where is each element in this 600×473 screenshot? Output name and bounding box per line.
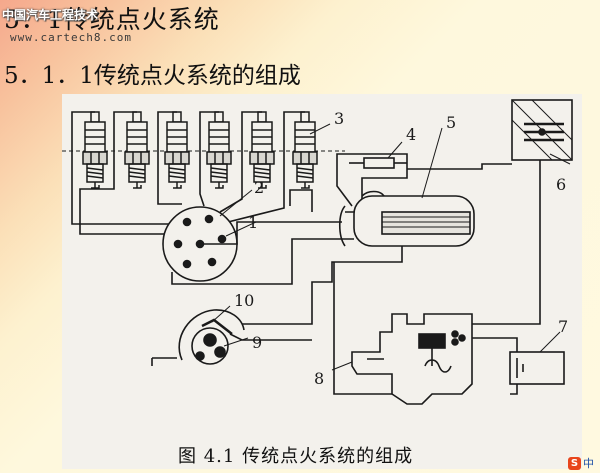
callout-label: 2 [254, 178, 264, 197]
callout-label: 4 [406, 125, 416, 144]
ime-language-label: 中 [583, 457, 594, 470]
starter-motor [351, 313, 473, 405]
spark-plug [206, 111, 232, 189]
spark-plug [249, 111, 275, 189]
ignition-coil [338, 190, 475, 247]
callout-label: 8 [314, 369, 324, 388]
ime-logo-icon: S [568, 456, 581, 470]
spark-plug [124, 111, 150, 189]
callout-label: 1 [248, 213, 258, 232]
page-title: 5．1传统点火系统 [4, 5, 220, 34]
callout-label: 5 [446, 113, 456, 132]
callout-label: 9 [252, 333, 262, 352]
ime-indicator[interactable]: S 中 [568, 455, 594, 471]
section-subtitle: 5．1．1传统点火系统的组成 [4, 63, 301, 89]
diagram-svg: 1 2 3 4 5 6 7 8 9 10 [62, 99, 573, 405]
watermark-logo-text: 中国汽车工程技术 [2, 8, 99, 22]
figure-caption: 图 4.1 传统点火系统的组成 [178, 446, 414, 467]
ballast-resistor [336, 153, 408, 207]
callout-label: 3 [334, 109, 344, 128]
spark-plug [292, 111, 318, 189]
callout-label: 7 [558, 317, 568, 336]
ignition-system-diagram: 1 2 3 4 5 6 7 8 9 10 [62, 94, 582, 469]
watermark-url: www.cartech8.com [10, 31, 132, 44]
ignition-switch [511, 99, 573, 161]
battery [472, 337, 565, 395]
spark-plug [164, 111, 190, 189]
callout-label: 10 [234, 291, 254, 310]
contact-breaker [151, 309, 312, 366]
callout-label: 6 [556, 175, 566, 194]
spark-plug [82, 111, 108, 189]
